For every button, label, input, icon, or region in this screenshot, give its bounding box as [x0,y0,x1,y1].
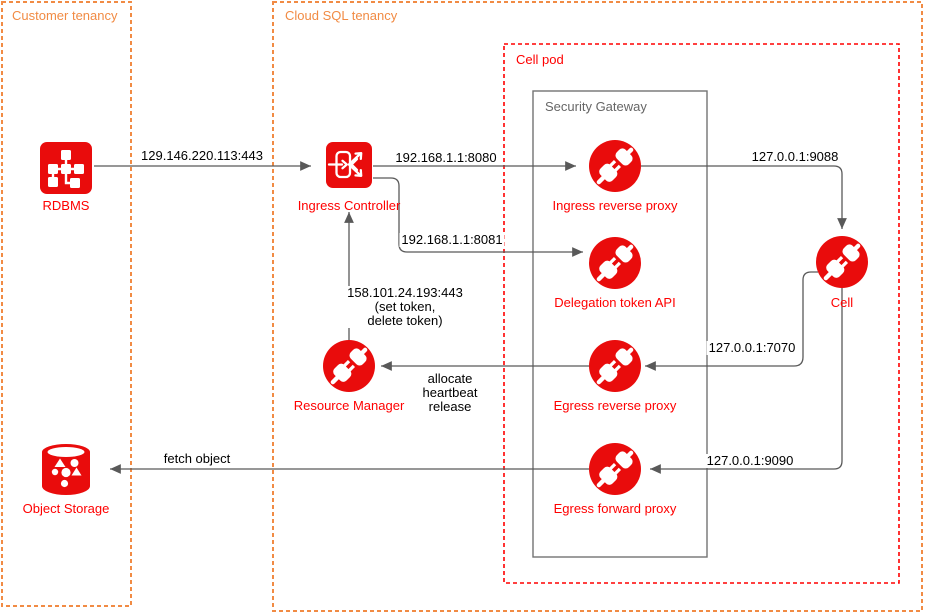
plug-icon [589,443,641,495]
cloud-sql-tenancy-box [272,1,923,612]
edge-label-line: allocate [427,371,473,386]
cloud-sql-tenancy-label: Cloud SQL tenancy [285,8,398,23]
cell-pod-label: Cell pod [516,52,564,67]
ingress-reverse-proxy-label: Ingress reverse proxy [552,198,678,213]
resource-manager-label: Resource Manager [293,398,405,413]
plug-icon [589,140,641,192]
edge-label-cell-to-egress-forward-proxy: 127.0.0.1:9090 [704,453,796,468]
object-storage-label: Object Storage [22,501,110,516]
edge-label-egress-reverse-proxy-to-resource-manager: allocate heartbeat release [420,371,480,414]
plug-icon [589,340,641,392]
plug-icon [816,236,868,288]
edge-label-ingress-controller-to-delegation-token-api: 192.168.1.1:8081 [399,232,505,247]
cell-pod-box [503,43,900,584]
connector-cell-to-egress-forward-proxy [650,288,843,474]
delegation-token-api-label: Delegation token API [554,295,676,310]
edge-label-cell-to-egress-reverse-proxy: 127.0.0.1:7070 [706,340,798,355]
edge-label-resource-manager-to-ingress-controller: 158.101.24.193:443 (set token, delete to… [345,286,465,328]
customer-tenancy-box [1,1,132,607]
egress-forward-proxy-label: Egress forward proxy [553,501,677,516]
edge-label-line: delete token) [367,313,443,328]
plug-icon [323,340,375,392]
edge-label-line: 158.101.24.193:443 [347,285,463,300]
edge-label-ingress-reverse-proxy-to-cell: 127.0.0.1:9088 [749,149,841,164]
edge-label-ingress-controller-to-ingress-reverse-proxy: 192.168.1.1:8080 [393,150,499,165]
rdbms-label: RDBMS [42,198,90,213]
connector-cell-to-egress-reverse-proxy [645,271,818,371]
edge-label-egress-forward-proxy-to-object-storage: fetch object [161,451,233,466]
egress-reverse-proxy-label: Egress reverse proxy [553,398,677,413]
edge-label-rdbms-to-ingress-controller: 129.146.220.113:443 [139,148,265,163]
security-gateway-box [532,90,708,558]
storage-bucket-icon [42,444,90,495]
rdbms-icon [40,142,92,194]
edge-label-line: heartbeat [422,385,478,400]
connector-ingress-controller-to-delegation-token-api [373,177,583,257]
security-gateway-label: Security Gateway [545,99,647,114]
edge-label-line: (set token, [374,299,436,314]
cell-label: Cell [830,295,854,310]
customer-tenancy-label: Customer tenancy [12,8,118,23]
plug-icon [589,237,641,289]
ingress-controller-label: Ingress Controller [297,198,401,213]
edge-label-line: release [428,399,472,414]
load-balancer-icon [326,142,372,188]
connector-ingress-reverse-proxy-to-cell [641,165,847,229]
